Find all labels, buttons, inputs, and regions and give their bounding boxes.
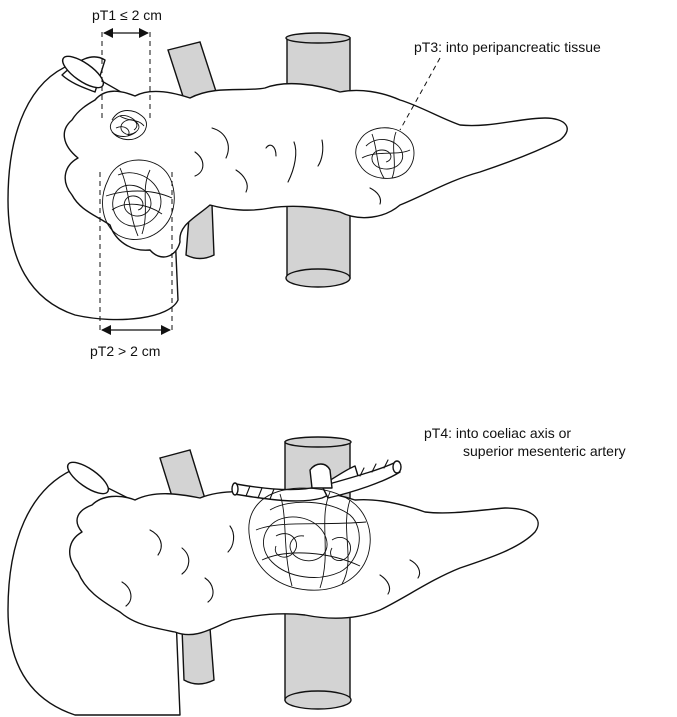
pancreas-bottom xyxy=(70,492,538,635)
label-pt4-line2: superior mesenteric artery xyxy=(463,443,626,459)
label-pt4-line1: pT4: into coeliac axis or xyxy=(424,425,571,441)
coeliac-artery xyxy=(232,460,401,501)
label-pt3: pT3: into peripancreatic tissue xyxy=(414,39,601,55)
label-pt1: pT1 ≤ 2 cm xyxy=(92,7,162,23)
label-pt2: pT2 > 2 cm xyxy=(90,343,160,359)
top-panel: pT1 ≤ 2 cm pT2 > 2 cm pT3: into peripanc… xyxy=(8,7,601,359)
bottom-panel: pT4: into coeliac axis or superior mesen… xyxy=(8,425,626,715)
